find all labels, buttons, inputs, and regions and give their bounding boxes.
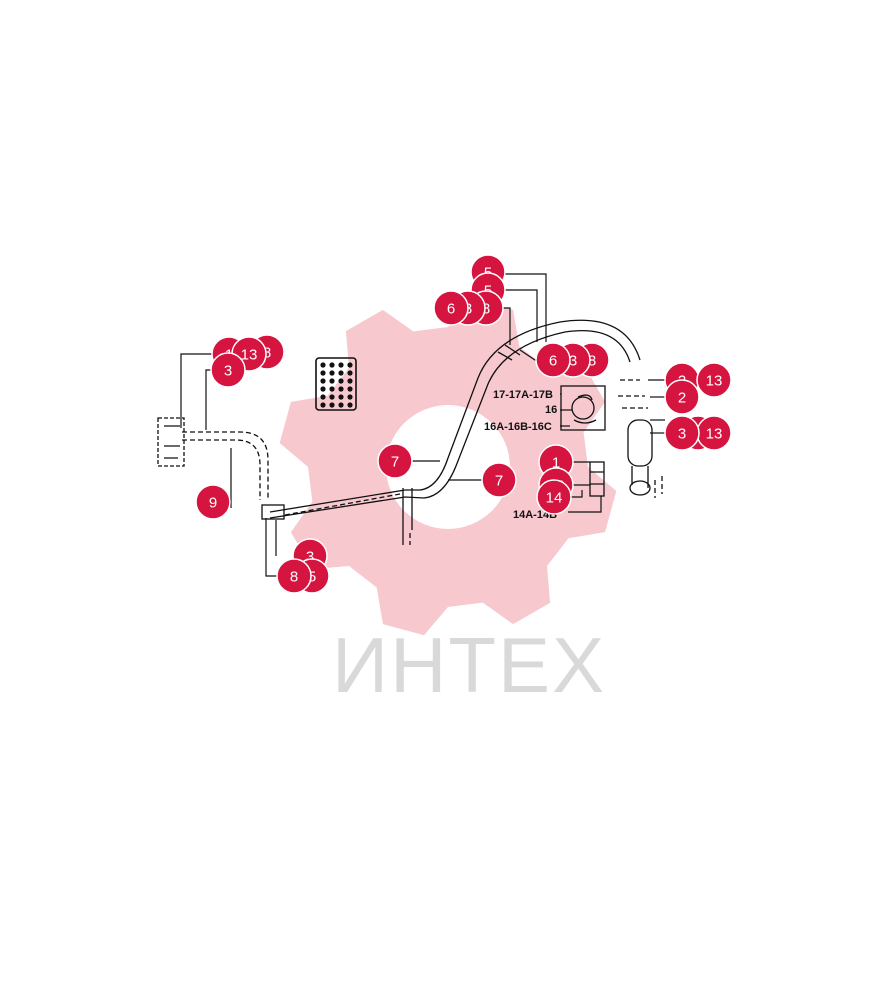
connector-pin <box>320 378 326 384</box>
callout-marker[interactable] <box>696 415 732 451</box>
connector-pin <box>320 386 326 392</box>
connector-pin <box>347 370 353 376</box>
connector-pin <box>347 394 353 400</box>
callout-marker[interactable] <box>536 479 572 515</box>
callout-marker[interactable] <box>210 352 246 388</box>
callout-3-right[interactable]: 3 <box>664 415 700 451</box>
label-kit-16: 16 <box>545 404 557 416</box>
callout-3-left-back[interactable]: 3 <box>210 352 246 388</box>
connector-pin <box>329 402 335 408</box>
callout-marker[interactable] <box>664 415 700 451</box>
connector-pin <box>338 394 344 400</box>
connector-pin <box>329 386 335 392</box>
connector-pin <box>329 370 335 376</box>
connector-pin <box>320 362 326 368</box>
connector-pin <box>320 394 326 400</box>
connector-pin <box>347 378 353 384</box>
connector-block <box>315 357 357 411</box>
callout-6-mid[interactable]: 6 <box>535 342 571 378</box>
label-kit-17: 17-17A-17B <box>493 389 553 401</box>
connector-pin <box>338 386 344 392</box>
callout-7-left[interactable]: 7 <box>377 443 413 479</box>
connector-pin <box>338 370 344 376</box>
callout-8-bottom[interactable]: 8 <box>276 558 312 594</box>
callout-2-right[interactable]: 2 <box>664 379 700 415</box>
connector-pin <box>320 402 326 408</box>
connector-pin <box>338 378 344 384</box>
callout-marker[interactable] <box>664 379 700 415</box>
connector-pin <box>338 362 344 368</box>
callout-marker[interactable] <box>535 342 571 378</box>
watermark-gear-icon <box>279 298 617 636</box>
connector-pin <box>329 394 335 400</box>
callout-marker[interactable] <box>195 484 231 520</box>
callout-9[interactable]: 9 <box>195 484 231 520</box>
connector-pin <box>347 362 353 368</box>
connector-pin <box>347 402 353 408</box>
callout-14[interactable]: 14 <box>536 479 572 515</box>
callout-7-right[interactable]: 7 <box>481 462 517 498</box>
callout-marker[interactable] <box>377 443 413 479</box>
callout-marker[interactable] <box>276 558 312 594</box>
callout-marker[interactable] <box>696 362 732 398</box>
callout-marker[interactable] <box>481 462 517 498</box>
watermark-text: ИНТЕХ <box>332 621 606 709</box>
callout-6-top[interactable]: 6 <box>433 290 469 326</box>
seal-kit-box <box>560 385 606 431</box>
connector-pin <box>329 378 335 384</box>
connector-pin <box>347 386 353 392</box>
label-kit-16a: 16A-16B-16C <box>484 421 552 433</box>
connector-pin <box>338 402 344 408</box>
connector-pin <box>329 362 335 368</box>
callout-marker[interactable] <box>433 290 469 326</box>
hose-assembly <box>157 319 663 548</box>
callout-13-right-bottom[interactable]: 13 <box>696 415 732 451</box>
connector-pin <box>320 370 326 376</box>
callout-13-right-top[interactable]: 13 <box>696 362 732 398</box>
callout-layer: 55836181338362132313377114149358 <box>195 254 732 594</box>
